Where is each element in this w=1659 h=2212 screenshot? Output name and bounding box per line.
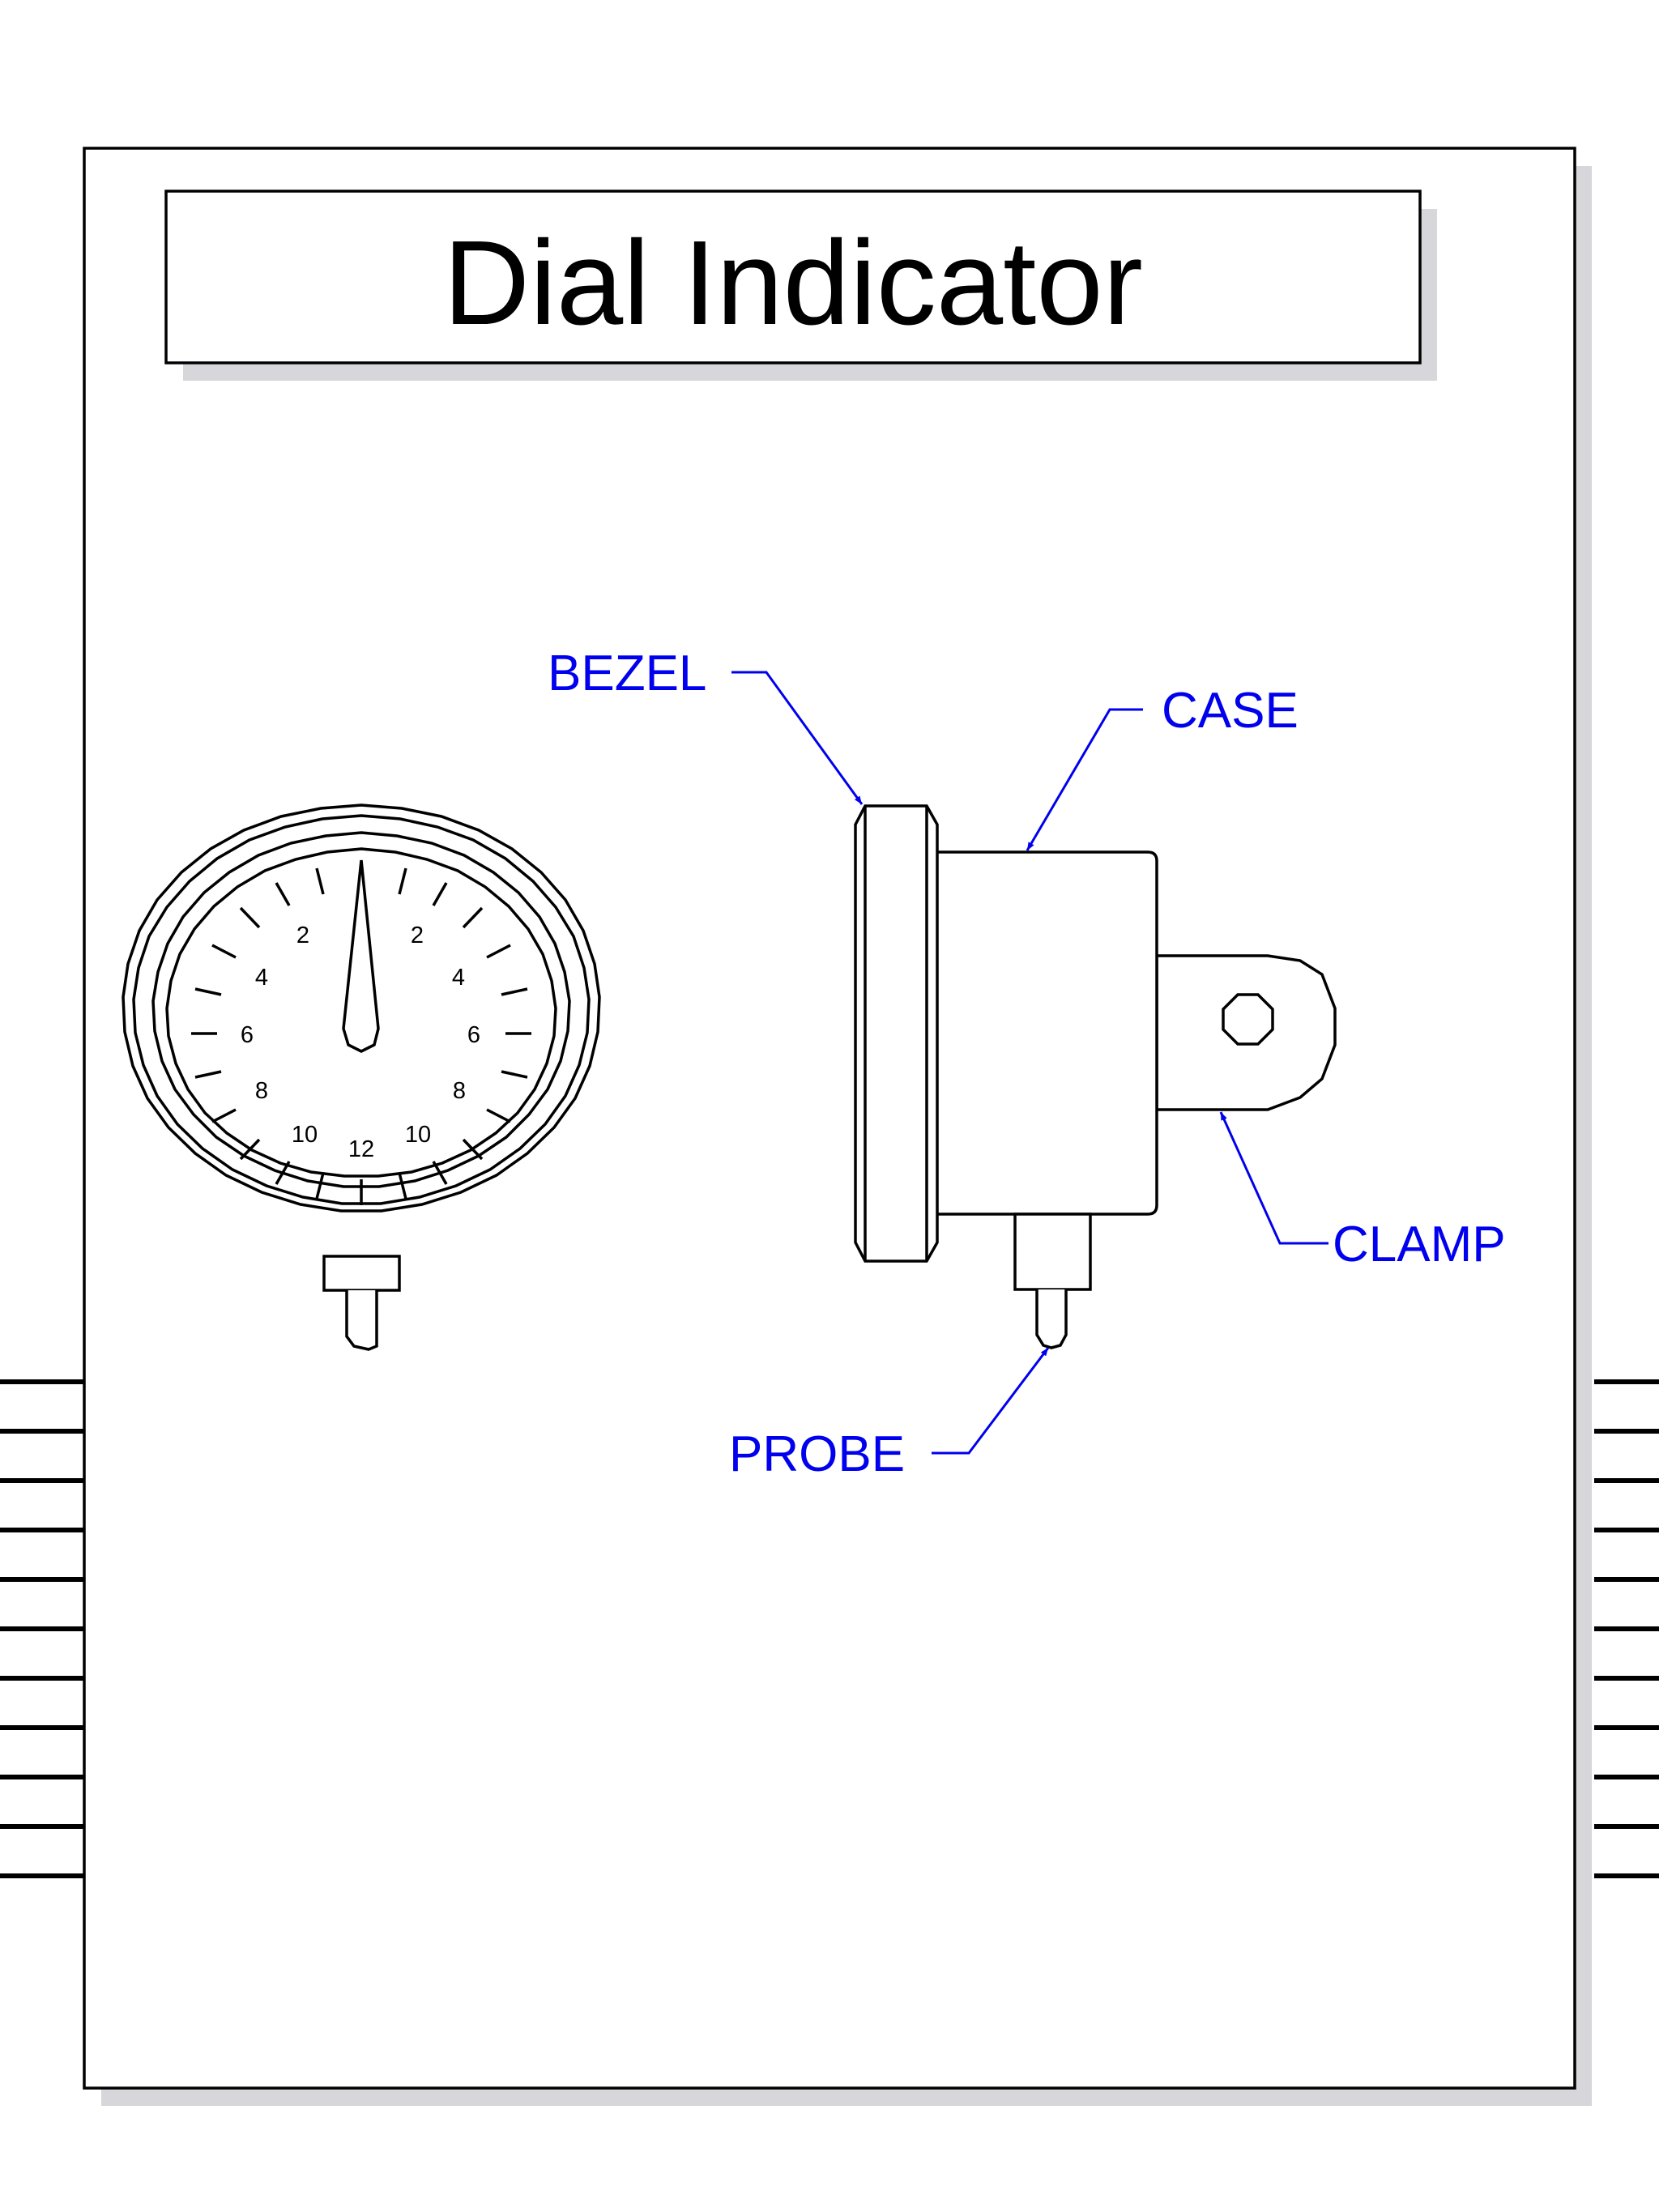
case-body bbox=[928, 850, 1158, 1216]
title: Dial Indicator bbox=[443, 216, 1143, 350]
dial-tick-mark bbox=[432, 882, 448, 906]
dial-tick-mark bbox=[398, 1172, 407, 1200]
dial-number: 8 bbox=[453, 1078, 466, 1104]
dial-tick-mark bbox=[501, 987, 528, 996]
dial-tick-mark bbox=[398, 867, 407, 895]
dial-tick-mark bbox=[462, 906, 484, 929]
title-box: Dial Indicator bbox=[164, 190, 1437, 381]
callout-labels: BEZEL CASE CLAMP PROBE bbox=[548, 646, 1506, 1482]
dial-number: 2 bbox=[411, 923, 424, 948]
dial-tick-mark bbox=[194, 1070, 222, 1079]
side-bezel bbox=[854, 804, 939, 1263]
side-probe-collar bbox=[1013, 1213, 1092, 1291]
dial-number: 8 bbox=[255, 1078, 268, 1104]
dial-tick-mark bbox=[211, 1108, 237, 1123]
dial-tick-mark bbox=[275, 882, 291, 906]
dial-numbers: 2 4 6 8 10 12 10 8 6 4 2 bbox=[241, 923, 480, 1162]
dial-number: 10 bbox=[405, 1122, 431, 1148]
dial-number: 12 bbox=[348, 1136, 374, 1162]
dial-tick-mark bbox=[239, 906, 261, 929]
front-probe-collar bbox=[322, 1255, 401, 1292]
right-binding-tabs bbox=[1594, 1379, 1659, 1878]
left-binding-tabs bbox=[0, 1379, 84, 1878]
dial-bezel-outer-ring bbox=[122, 803, 601, 1213]
dial-tick-mark bbox=[194, 987, 222, 996]
callouts bbox=[731, 671, 1328, 1455]
dial-number: 10 bbox=[292, 1122, 318, 1148]
side-probe-tip bbox=[1035, 1289, 1068, 1349]
dial-tick-mark bbox=[211, 944, 237, 959]
bezel-label: BEZEL bbox=[548, 646, 706, 701]
clamp-hole bbox=[1222, 993, 1274, 1046]
dial-side-view bbox=[854, 804, 1337, 1349]
probe-leader-line bbox=[932, 1347, 1050, 1455]
dial-tick-mark bbox=[315, 867, 325, 895]
dial-tick-mark bbox=[462, 1138, 484, 1161]
case-leader-line bbox=[1026, 708, 1143, 851]
dial-tick-mark bbox=[239, 1138, 261, 1161]
dial-tick-mark bbox=[486, 1108, 511, 1123]
front-probe-tip bbox=[345, 1290, 378, 1351]
dial-needle bbox=[342, 859, 380, 1053]
clamp-leader-line bbox=[1219, 1111, 1328, 1245]
probe-label: PROBE bbox=[729, 1426, 905, 1482]
dial-number: 6 bbox=[467, 1022, 480, 1048]
dial-tick-mark bbox=[275, 1161, 291, 1185]
dial-tick-mark bbox=[486, 944, 511, 959]
dial-tick-mark bbox=[432, 1161, 448, 1185]
title-box-border bbox=[164, 190, 1422, 364]
clamp-label: CLAMP bbox=[1333, 1217, 1506, 1272]
dial-tick-mark bbox=[315, 1172, 325, 1200]
dial-tick-mark bbox=[501, 1070, 528, 1079]
bezel-leader-line bbox=[731, 671, 864, 805]
dial-front-view bbox=[122, 803, 601, 1351]
dial-number: 2 bbox=[296, 923, 309, 948]
sheet bbox=[83, 147, 1592, 2106]
case-label: CASE bbox=[1162, 683, 1299, 739]
dial-number: 4 bbox=[255, 965, 268, 991]
dial-number: 6 bbox=[241, 1022, 254, 1048]
dial-number: 4 bbox=[452, 965, 465, 991]
